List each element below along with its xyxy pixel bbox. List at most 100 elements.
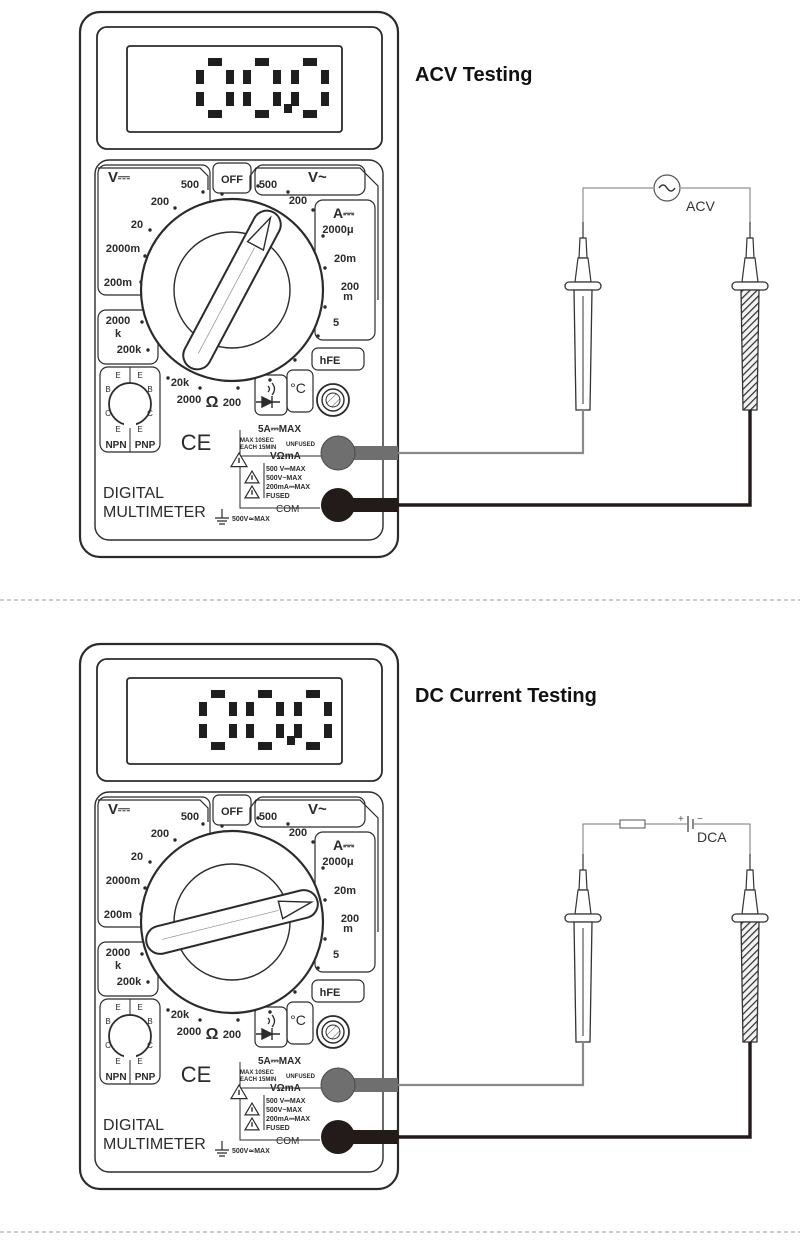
lcd-decimal-point bbox=[284, 104, 292, 113]
hfe-socket-notch bbox=[124, 1052, 136, 1060]
probe-tip-sleeve bbox=[745, 237, 755, 259]
hfe-socket-notch bbox=[124, 420, 136, 428]
pointer-arrow bbox=[246, 215, 272, 252]
vma-jack-plug bbox=[320, 1067, 356, 1103]
range-label: m bbox=[343, 923, 353, 935]
range-label: 200 bbox=[223, 1029, 241, 1041]
detent-dot bbox=[311, 208, 315, 212]
probe-nose bbox=[741, 889, 759, 915]
detent-dot bbox=[323, 937, 327, 941]
test-circuit: +−DCA bbox=[582, 814, 751, 867]
detent-dot bbox=[220, 824, 224, 828]
warning-text: EACH 15MIN bbox=[240, 1077, 276, 1083]
socket-pin-label: E bbox=[115, 425, 120, 434]
com-jack-plug bbox=[321, 1120, 355, 1154]
socket-pin-label: C bbox=[147, 409, 153, 418]
rating-text: 500 V⎓MAX bbox=[266, 1098, 306, 1105]
red-probe bbox=[564, 222, 602, 411]
probe-finger-guard bbox=[564, 913, 602, 923]
detent-dot bbox=[143, 254, 147, 258]
diode-icon bbox=[256, 1027, 280, 1041]
rating-text: 500V≃MAX bbox=[232, 516, 270, 523]
vma-jack-label: VΩmA bbox=[270, 451, 301, 462]
socket-pin-label: E bbox=[115, 371, 120, 380]
range-label: 20 bbox=[131, 851, 143, 863]
ground-icon bbox=[215, 509, 229, 525]
socket-pin-label: E bbox=[115, 1003, 120, 1012]
range-label: 200 bbox=[223, 397, 241, 409]
socket-pin-label: C bbox=[105, 1041, 111, 1050]
range-label: 2000 bbox=[177, 1026, 201, 1038]
range-label: 500 bbox=[181, 811, 199, 823]
ohm-label: Ω bbox=[206, 394, 219, 411]
lcd-reading-text: 00.0 bbox=[0, 0, 2, 1]
black-probe bbox=[731, 854, 769, 1043]
detent-dot bbox=[323, 266, 327, 270]
range-zone-outline bbox=[98, 167, 379, 300]
probe-handle bbox=[740, 289, 760, 411]
detent-dot bbox=[323, 305, 327, 309]
selector-pointer bbox=[182, 209, 282, 371]
ce-mark: CE bbox=[181, 1062, 212, 1087]
range-label: k bbox=[115, 328, 122, 340]
detent-dot bbox=[293, 358, 297, 362]
off-label: OFF bbox=[221, 806, 243, 818]
probe-finger-guard bbox=[564, 281, 602, 291]
hfe-label: hFE bbox=[320, 355, 341, 367]
brand-name: MULTIMETER bbox=[103, 1136, 206, 1153]
section-heading: DC Current Testing bbox=[415, 685, 597, 707]
pointer-groove bbox=[162, 909, 279, 940]
socket-pin-label: B bbox=[105, 385, 110, 394]
probe-nose bbox=[741, 257, 759, 283]
probe-tip-sleeve bbox=[745, 869, 755, 891]
detent-dot bbox=[268, 378, 272, 382]
off-zone bbox=[212, 794, 252, 826]
socket-pin-label: B bbox=[105, 1017, 110, 1026]
range-label: 2000 bbox=[106, 315, 130, 327]
detent-dot bbox=[316, 334, 320, 338]
detent-dot bbox=[236, 1018, 240, 1022]
socket-pin-label: B bbox=[147, 385, 152, 394]
range-label: 2000μ bbox=[322, 224, 353, 236]
socket-pin-label: C bbox=[147, 1041, 153, 1050]
rating-text: 500V≃MAX bbox=[232, 1148, 270, 1155]
5a-jack-label: 5A⎓MAX bbox=[258, 424, 301, 435]
detent-dot bbox=[201, 822, 205, 826]
circuit-wire bbox=[582, 187, 751, 235]
range-label: 2000m bbox=[106, 875, 140, 887]
section-heading: ACV Testing bbox=[415, 64, 532, 86]
detent-dot bbox=[148, 228, 152, 232]
socket-pin-label: E bbox=[137, 1057, 142, 1066]
circuit-wire bbox=[582, 823, 751, 867]
detent-dot bbox=[311, 840, 315, 844]
range-label: 200 bbox=[151, 828, 169, 840]
dcv-label: V⎓ bbox=[108, 169, 130, 186]
5a-jack-label: 5A⎓MAX bbox=[258, 1056, 301, 1067]
range-label: 2000 bbox=[106, 947, 130, 959]
ground-icon bbox=[215, 1141, 229, 1157]
detent-dot bbox=[323, 898, 327, 902]
selector-pointer bbox=[145, 889, 319, 955]
range-label: 200k bbox=[117, 976, 142, 988]
npn-label: NPN bbox=[105, 440, 126, 451]
pnp-label: PNP bbox=[135, 1072, 156, 1083]
detent-dot bbox=[268, 1010, 272, 1014]
range-label: 20m bbox=[334, 253, 356, 265]
probe-finger-guard bbox=[731, 913, 769, 923]
detent-dot bbox=[256, 184, 260, 188]
vma-jack-label: VΩmA bbox=[270, 1083, 301, 1094]
range-label: 200m bbox=[104, 909, 132, 921]
detent-dot bbox=[166, 376, 170, 380]
socket-pin-label: B bbox=[147, 1017, 152, 1026]
source-label: ACV bbox=[686, 198, 715, 214]
probe-nose bbox=[574, 257, 592, 283]
temp-zone bbox=[286, 1001, 314, 1045]
celsius-label: °C bbox=[290, 1012, 306, 1028]
probe-tip-sleeve bbox=[578, 237, 588, 259]
rating-text: 200mA⎓MAX bbox=[266, 484, 310, 491]
rating-text: 500V~MAX bbox=[266, 475, 302, 482]
detent-dot bbox=[321, 234, 325, 238]
range-label: 200 bbox=[289, 195, 307, 207]
hfe-socket bbox=[108, 382, 152, 426]
detent-dot bbox=[256, 816, 260, 820]
